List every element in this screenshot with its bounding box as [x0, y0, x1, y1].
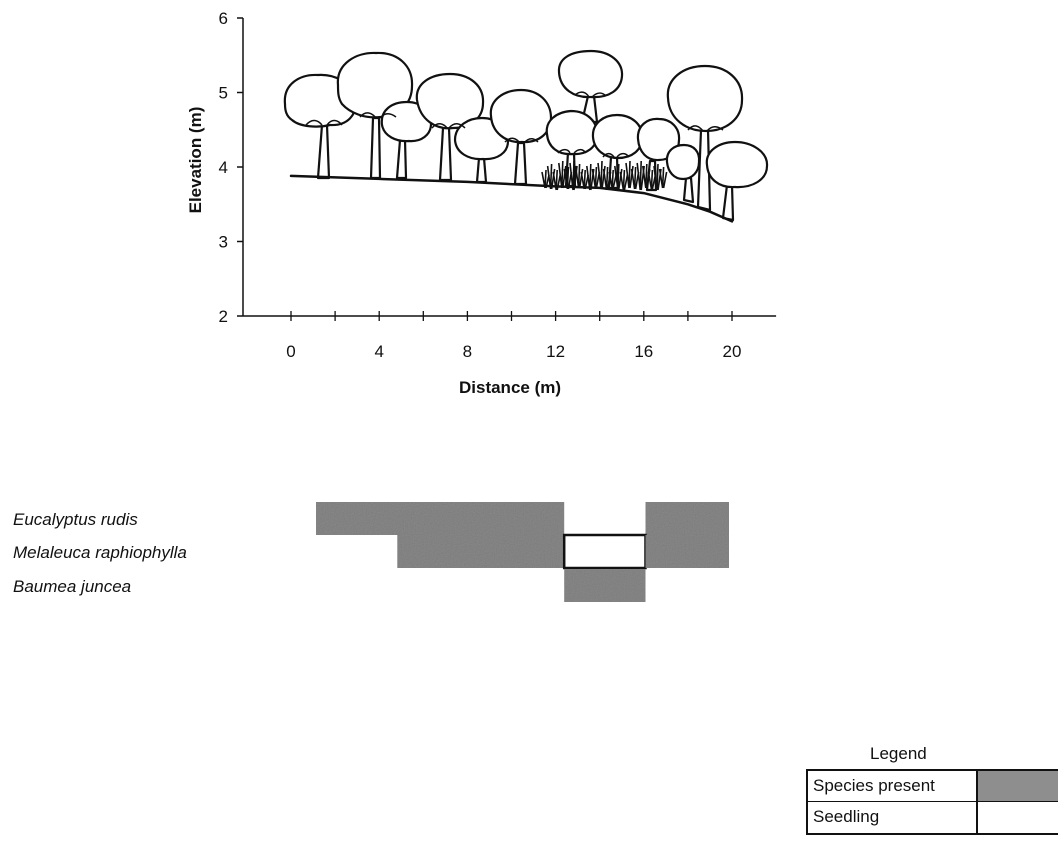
- legend-label-present: Species present: [813, 776, 935, 795]
- species-present-bar: [645, 535, 729, 568]
- x-tick-label: 16: [634, 342, 653, 361]
- x-tick-label: 20: [723, 342, 742, 361]
- seedling-bar: [562, 533, 647, 570]
- species-present-bar: [564, 569, 646, 602]
- y-axis: 2 3 4 5 6: [219, 9, 244, 326]
- sedge-tuft: [614, 163, 623, 190]
- species-present-bar: [316, 502, 565, 535]
- y-tick-label: 5: [219, 84, 228, 103]
- x-tick-label: 0: [286, 342, 295, 361]
- legend-table: Species present Seedling: [806, 769, 1058, 835]
- y-tick-label: 3: [219, 233, 228, 252]
- species-present-bar: [397, 535, 565, 568]
- y-tick-label: 6: [219, 9, 228, 28]
- x-axis: 0 4 8 12 16 20: [243, 311, 777, 361]
- x-tick-label: 12: [546, 342, 565, 361]
- sedge-tuft: [574, 163, 584, 189]
- sedge-undergrowth: [541, 160, 668, 191]
- y-axis-title: Elevation (m): [186, 107, 205, 214]
- legend-swatch-seedling: [976, 802, 1058, 833]
- sedge-tuft: [619, 169, 629, 191]
- legend-swatch-present: [976, 771, 1058, 801]
- sedge-tuft: [586, 163, 595, 191]
- species-label-melaleuca-raphiophylla: Melaleuca raphiophylla: [13, 543, 187, 562]
- legend-label-seedling: Seedling: [813, 807, 880, 826]
- y-tick-label: 2: [219, 307, 228, 326]
- legend-title: Legend: [870, 744, 927, 763]
- species-bars: [316, 502, 729, 602]
- vegetation-illustration: [283, 49, 769, 222]
- tree-crowns: [283, 49, 769, 189]
- species-label-eucalyptus-rudis: Eucalyptus rudis: [13, 510, 138, 529]
- ground-profile-line: [289, 174, 734, 223]
- species-label-baumea-juncea: Baumea juncea: [13, 577, 132, 596]
- crown-texture: [305, 91, 724, 158]
- sedge-tuft: [642, 163, 651, 189]
- sedge-tuft: [636, 160, 645, 191]
- x-tick-label: 8: [463, 342, 472, 361]
- x-tick-label: 4: [374, 342, 383, 361]
- legend-row-seedling: Seedling: [808, 802, 1058, 833]
- legend-row-present: Species present: [808, 771, 1058, 802]
- sedge-tuft: [658, 166, 668, 189]
- y-tick-label: 4: [219, 158, 228, 177]
- x-axis-title: Distance (m): [459, 378, 561, 397]
- species-present-bar: [645, 502, 729, 535]
